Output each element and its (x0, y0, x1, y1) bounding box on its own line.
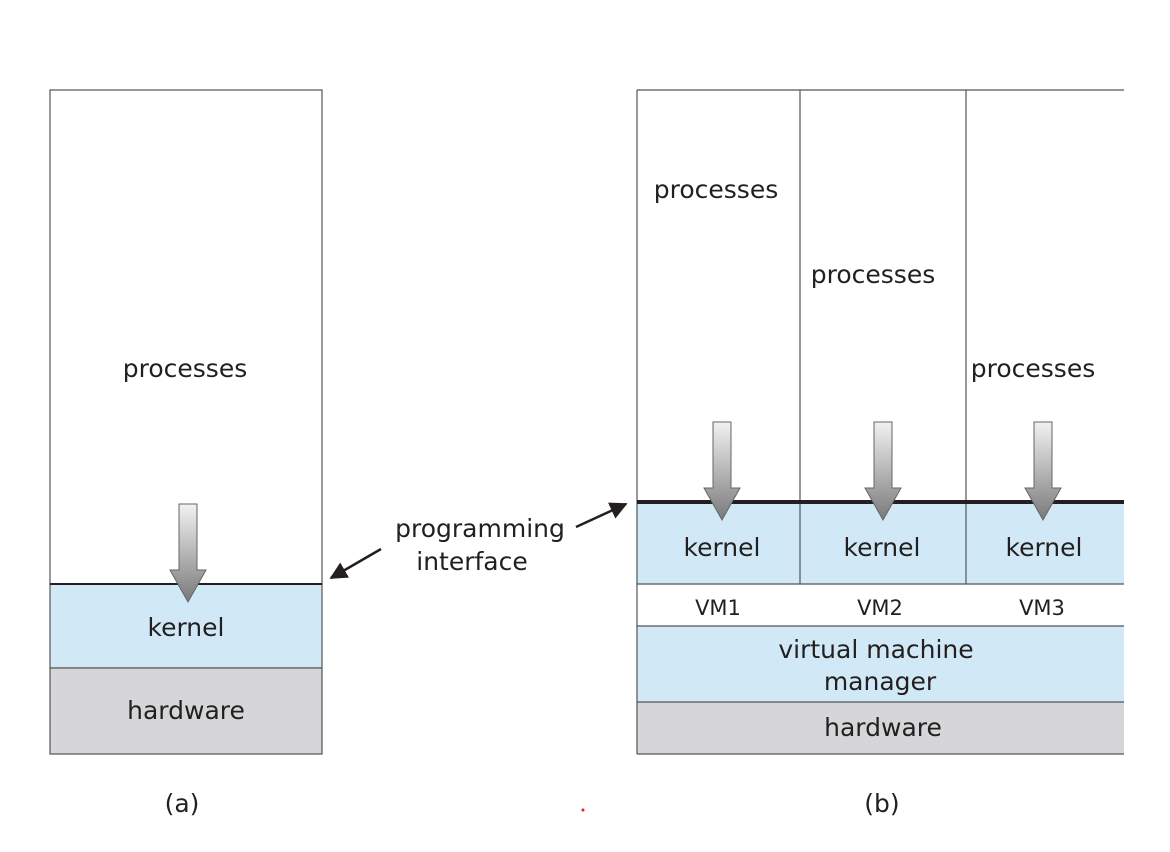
diagram-a: processes kernel hardware (a) (49, 89, 323, 818)
hardware-label: hardware (127, 696, 245, 725)
hardware-layer (49, 667, 323, 755)
double-headed-arrow-icon (329, 547, 382, 580)
hardware-label: hardware (824, 713, 942, 742)
double-headed-arrow-icon (575, 502, 628, 529)
vmm-label-line1: virtual machine (778, 635, 973, 664)
virtual-machine-manager-layer (637, 626, 1124, 702)
caption-a: (a) (165, 789, 200, 818)
kernel-label: kernel (148, 613, 225, 642)
stray-dot (581, 808, 585, 812)
processes-label: processes (123, 354, 247, 383)
vm3-label: VM3 (1019, 596, 1065, 620)
programming-label: programming (395, 514, 565, 543)
vm2-kernel-label: kernel (844, 533, 921, 562)
down-arrow-icon (169, 503, 207, 604)
vm1-kernel-label: kernel (684, 533, 761, 562)
vm3-kernel-label: kernel (1006, 533, 1083, 562)
interface-label: interface (416, 547, 528, 576)
down-arrow-icon (864, 421, 902, 522)
diagram-b: processes processes processes kernel ker… (636, 89, 1124, 818)
down-arrow-icon (703, 421, 741, 522)
vm3-processes-label: processes (971, 354, 1095, 383)
processes-region (49, 89, 323, 585)
vmm-label-line2: manager (824, 667, 937, 696)
down-arrow-icon (1024, 421, 1062, 522)
vm1-processes-label: processes (654, 175, 778, 204)
caption-b: (b) (864, 789, 899, 818)
vm2-label: VM2 (857, 596, 903, 620)
hardware-layer (637, 702, 1124, 754)
programming-interface-callout: programming interface (329, 502, 628, 580)
vm1-label: VM1 (695, 596, 741, 620)
vm2-processes-label: processes (811, 260, 935, 289)
vm-row (637, 584, 1124, 626)
